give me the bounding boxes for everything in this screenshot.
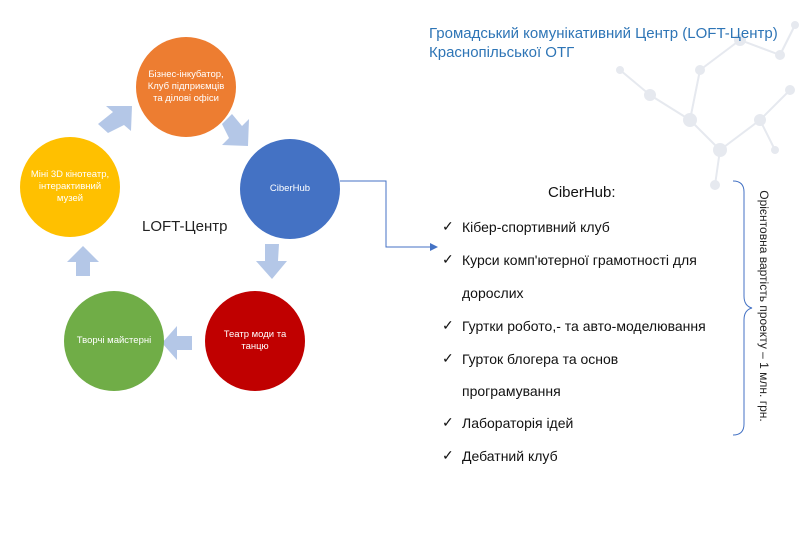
arrow-top-to-right — [222, 114, 249, 146]
connector-arrowhead — [430, 243, 438, 251]
list-item: Кібер-спортивний клуб — [462, 219, 610, 235]
list-item: дорослих — [462, 285, 524, 301]
check-icon: ✓ — [442, 317, 454, 333]
node-cinema-museum: Міні 3D кінотеатр, інтерактивний музей — [20, 137, 120, 237]
list-item: Гуртки робото,- та авто-моделювання — [462, 318, 706, 334]
right-brace — [732, 180, 753, 436]
node-fashion-theatre-label: Театр моди та танцю — [223, 329, 287, 352]
node-ciberhub-label: CiberHub — [269, 183, 311, 194]
list-item: Лабораторія ідей — [462, 415, 574, 431]
list-item: програмування — [462, 383, 561, 399]
list-item: Дебатний клуб — [462, 448, 558, 464]
node-business-incubator: Бізнес-інкубатор, Клуб підприємців та ді… — [136, 37, 236, 137]
project-cost-note: Орієнтовна вартість проекту – 1 млн. грн… — [757, 190, 771, 422]
check-icon: ✓ — [442, 218, 454, 234]
header-line-1: Громадський комунікативний Центр (LOFT-Ц… — [429, 25, 778, 42]
header-title: Громадський комунікативний Центр (LOFT-Ц… — [429, 24, 778, 62]
node-business-incubator-label: Бізнес-інкубатор, Клуб підприємців та ді… — [147, 69, 225, 104]
list-item: Курси комп'ютерної грамотності для — [462, 252, 697, 268]
cycle-center-label: LOFT-Центр — [142, 218, 228, 235]
check-icon: ✓ — [442, 414, 454, 430]
node-cinema-museum-label: Міні 3D кінотеатр, інтерактивний музей — [30, 169, 110, 204]
node-creative-workshops: Творчі майстерні — [64, 291, 164, 391]
check-icon: ✓ — [442, 251, 454, 267]
arrow-bottomright-to-bottomleft — [162, 326, 192, 360]
arrow-left-to-top — [98, 106, 132, 133]
arrow-bottomleft-to-left — [67, 246, 99, 276]
list-item: Гурток блогера та основ — [462, 351, 619, 367]
header-line-2: Краснопільської ОТГ — [429, 44, 575, 61]
node-ciberhub: CiberHub — [240, 139, 340, 239]
check-icon: ✓ — [442, 447, 454, 463]
node-creative-workshops-label: Творчі майстерні — [76, 335, 152, 346]
node-fashion-theatre: Театр моди та танцю — [205, 291, 305, 391]
arrow-right-to-bottomright — [256, 244, 287, 279]
ciberhub-list-title: CiberHub: — [548, 184, 616, 201]
ciberhub-connector — [340, 180, 430, 248]
check-icon: ✓ — [442, 350, 454, 366]
